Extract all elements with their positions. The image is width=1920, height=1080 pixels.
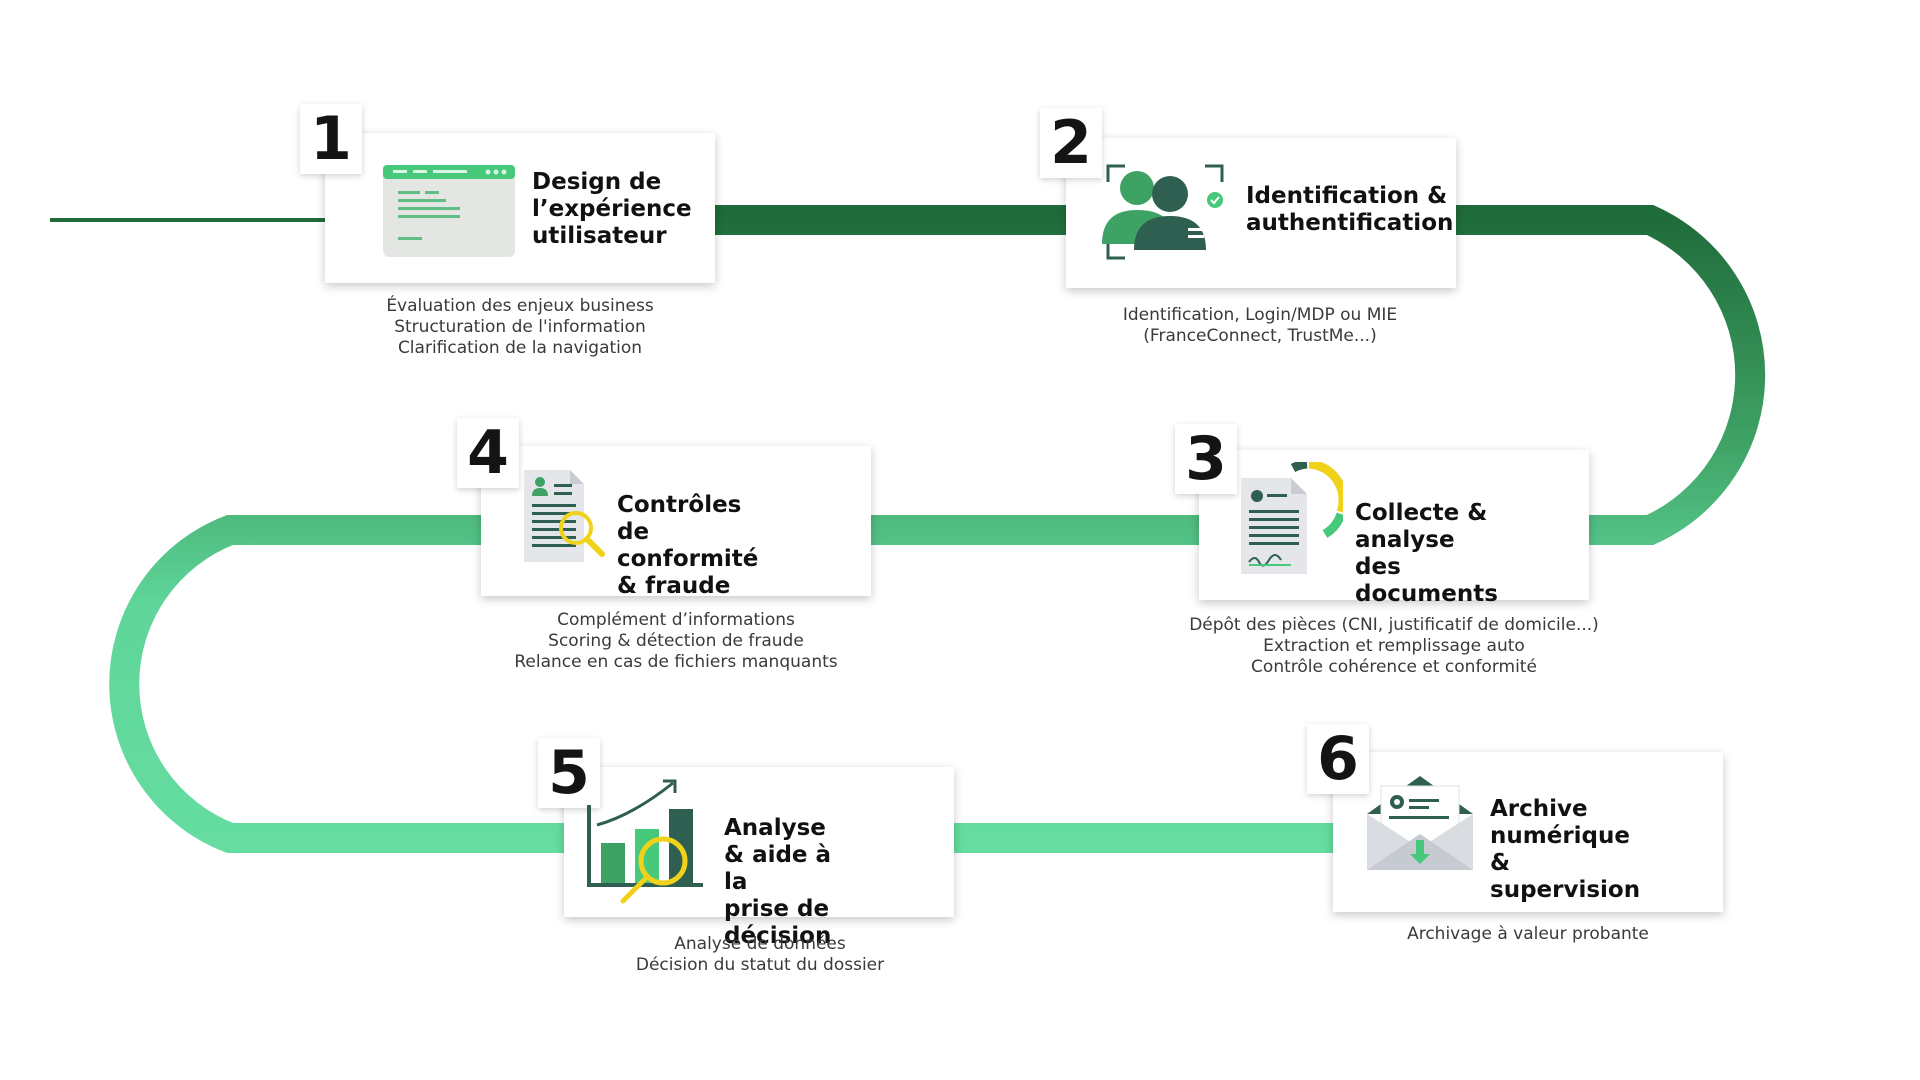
- step-number: 2: [1050, 108, 1092, 178]
- step-number-box: 2: [1040, 108, 1102, 178]
- description-line: Dépôt des pièces (CNI, justificatif de d…: [1189, 615, 1599, 635]
- description-line: Clarification de la navigation: [397, 338, 643, 358]
- step-description: Évaluation des enjeux business Structura…: [330, 296, 710, 359]
- step-number: 3: [1185, 424, 1227, 494]
- step-title: Collecte & analyse des documents: [1355, 500, 1498, 607]
- step-title: Contrôles de conformité & fraude: [617, 492, 759, 599]
- step-title: Identification & authentification: [1246, 183, 1454, 236]
- document-analysis-icon: [1241, 462, 1343, 574]
- description-line: Extraction et remplissage auto: [1263, 636, 1525, 656]
- users-identification-icon: [1102, 164, 1224, 260]
- description-line: Analyse de données: [674, 934, 846, 954]
- step-description: Complément d’informations Scoring & déte…: [456, 610, 896, 673]
- step-number: 4: [467, 418, 509, 488]
- step-title: Archive numérique & supervision: [1490, 796, 1641, 903]
- description-line: Archivage à valeur probante: [1407, 924, 1649, 944]
- step-number-box: 4: [457, 418, 519, 488]
- step-description: Identification, Login/MDP ou MIE (France…: [1060, 305, 1460, 347]
- description-line: (FranceConnect, TrustMe...): [1143, 326, 1377, 346]
- step-description: Dépôt des pièces (CNI, justificatif de d…: [1154, 615, 1634, 678]
- description-line: Relance en cas de fichiers manquants: [514, 652, 838, 672]
- description-line: Identification, Login/MDP ou MIE: [1122, 305, 1398, 325]
- step-number-box: 6: [1307, 724, 1369, 794]
- archive-envelope-icon: [1367, 776, 1473, 870]
- step-number: 5: [548, 738, 590, 808]
- step-title: Design de l’expérience utilisateur: [532, 169, 692, 249]
- step-number-box: 1: [300, 104, 362, 174]
- description-line: Structuration de l'information: [394, 317, 646, 337]
- description-line: Contrôle cohérence et conformité: [1251, 657, 1537, 677]
- step-number: 6: [1317, 724, 1359, 794]
- step-title: Analyse & aide à la prise de décision: [724, 815, 832, 949]
- description-line: Évaluation des enjeux business: [386, 296, 654, 316]
- browser-window-icon: [383, 165, 515, 257]
- step-description: Analyse de données Décision du statut du…: [560, 934, 960, 976]
- step-number-box: 3: [1175, 424, 1237, 494]
- path-curve: [109, 205, 1766, 853]
- document-search-icon: [524, 470, 605, 562]
- description-line: Complément d’informations: [557, 610, 795, 630]
- step-description: Archivage à valeur probante: [1328, 924, 1728, 945]
- step-number: 1: [310, 104, 352, 174]
- chart-analysis-icon: [587, 779, 703, 904]
- step-number-box: 5: [538, 738, 600, 808]
- description-line: Décision du statut du dossier: [635, 955, 885, 975]
- description-line: Scoring & détection de fraude: [548, 631, 804, 651]
